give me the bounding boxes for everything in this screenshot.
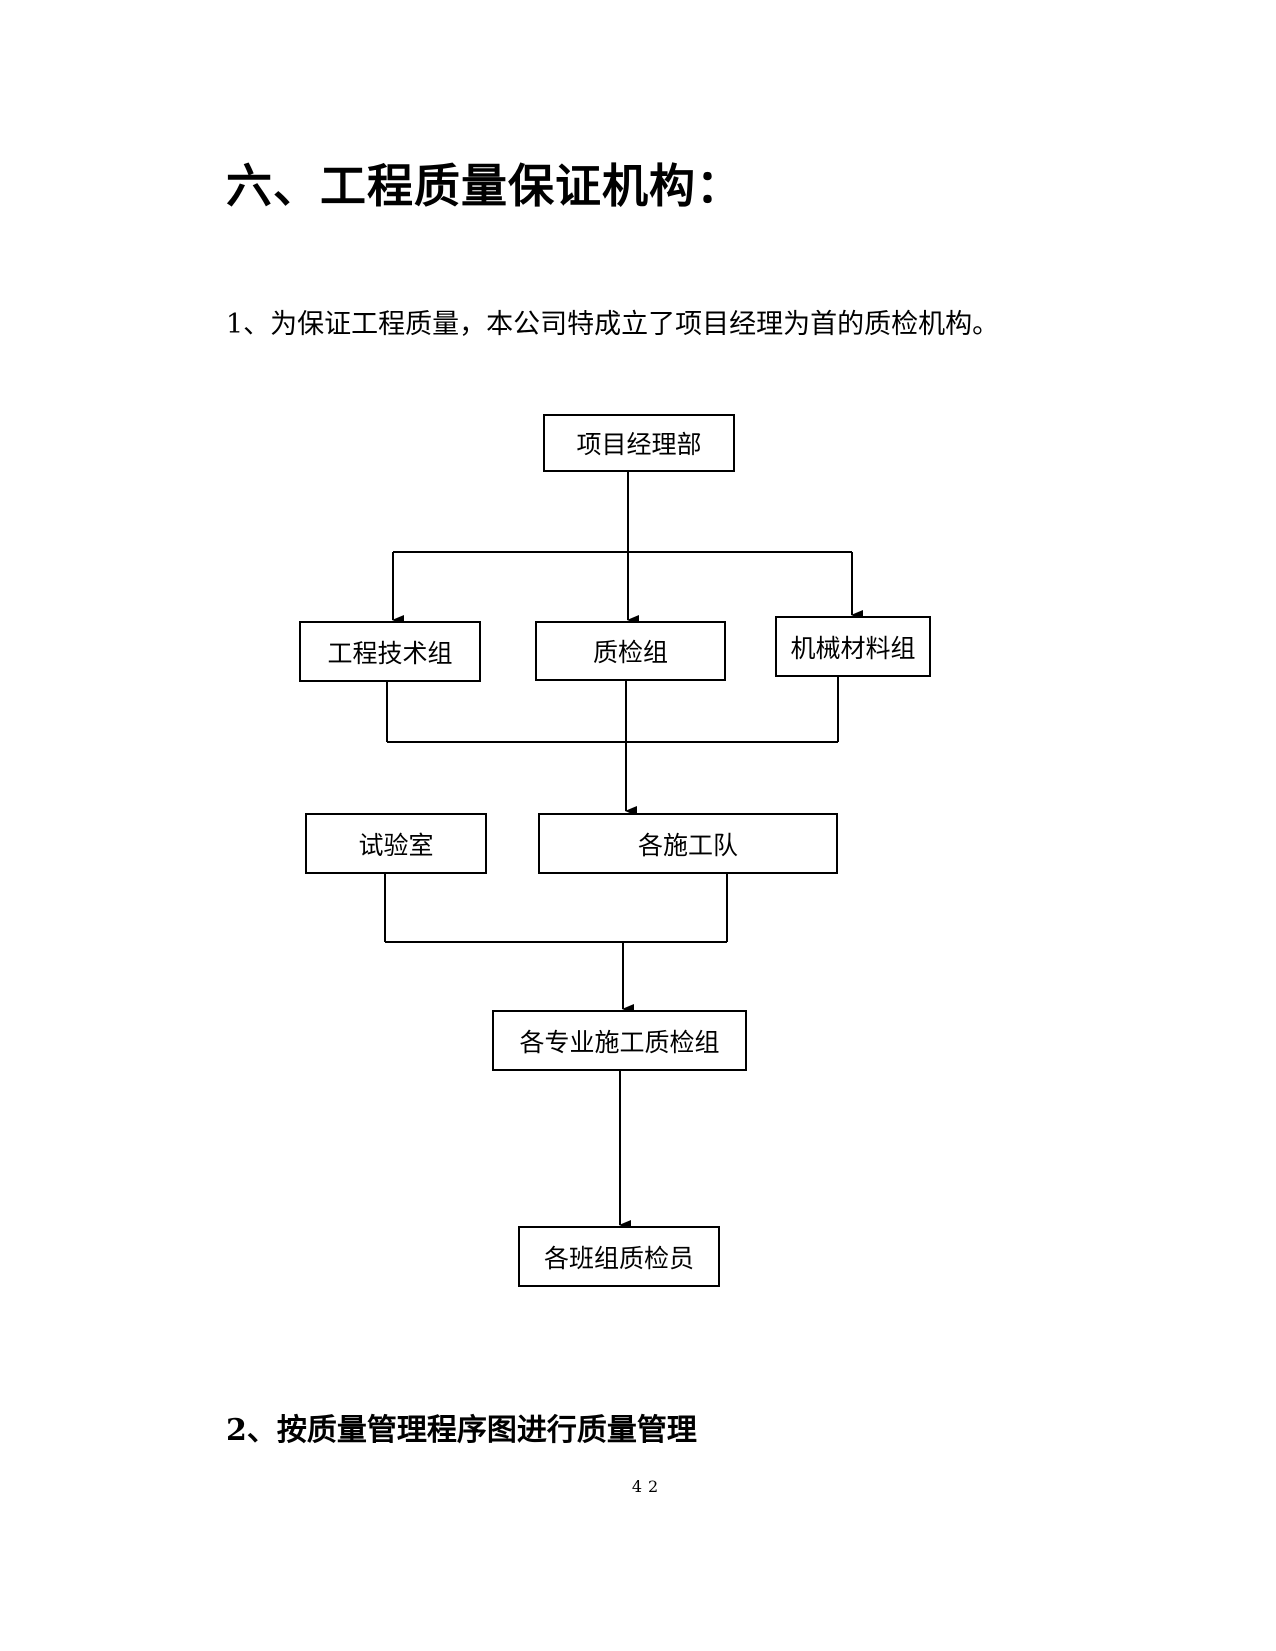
box-specialty-qc-groups: 各专业施工质检组 — [492, 1010, 747, 1071]
page-number: 42 — [631, 1477, 665, 1496]
box-crew-qc-inspectors: 各班组质检员 — [518, 1226, 720, 1287]
box-construction-teams: 各施工队 — [538, 813, 838, 874]
box-qc-group: 质检组 — [535, 621, 726, 681]
box-engineering-tech-group: 工程技术组 — [299, 621, 481, 682]
section-heading: 六、工程质量保证机构： — [226, 159, 743, 213]
box-machinery-materials-group: 机械材料组 — [775, 616, 931, 677]
intro-paragraph: 1、为保证工程质量，本公司特成立了项目经理为首的质检机构。 — [226, 309, 1000, 340]
subsection-heading: 2、按质量管理程序图进行质量管理 — [226, 1413, 697, 1448]
box-laboratory: 试验室 — [305, 813, 487, 874]
box-project-manager-dept: 项目经理部 — [543, 414, 735, 472]
